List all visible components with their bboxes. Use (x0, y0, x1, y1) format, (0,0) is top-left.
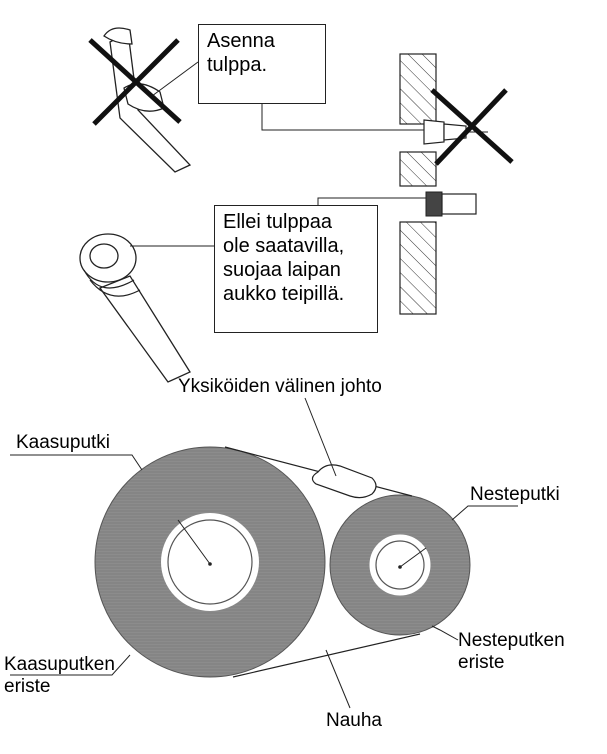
interconnect-wire-shape (311, 464, 377, 499)
callout-line: Asenna (207, 30, 275, 52)
leader-line-install-plug (261, 103, 428, 131)
label-liquid-pipe: Nesteputki (470, 484, 560, 505)
label-line: Kaasuputken (4, 654, 115, 675)
label-line: Nesteputken (458, 630, 565, 651)
callout-line: ole saatavilla, (223, 235, 345, 257)
label-interconnect-wire: Yksiköiden välinen johto (178, 376, 382, 397)
callout-line: Ellei tulppaa (223, 211, 332, 233)
label-gas-pipe: Kaasuputki (16, 432, 111, 453)
callout-no-plug-tape: Ellei tulppaa ole saatavilla, suojaa lai… (214, 205, 378, 333)
label-line: eriste (4, 676, 51, 697)
wall-section (399, 53, 437, 315)
taped-flange (425, 191, 477, 217)
callout-line: aukko teipillä. (223, 283, 345, 305)
label-leaders (10, 397, 518, 709)
taped-pipe-end (79, 233, 191, 383)
callout-line: tulppa. (207, 54, 268, 76)
gas-pipe-insulation-shape (94, 446, 326, 678)
callout-line: suojaa laipan (223, 259, 341, 281)
callout-install-plug: Asenna tulppa. (198, 24, 326, 104)
leader-line-tape-flange (317, 197, 426, 205)
label-liquid-pipe-insulation: Nesteputken eriste (458, 630, 565, 674)
cross-mark-icon (88, 38, 182, 126)
label-line: eriste (458, 652, 505, 673)
label-tape: Nauha (326, 710, 382, 731)
label-gas-pipe-insulation: Kaasuputken eriste (4, 654, 115, 698)
cross-mark-icon (430, 88, 514, 166)
liquid-pipe-insulation-shape (329, 494, 471, 636)
